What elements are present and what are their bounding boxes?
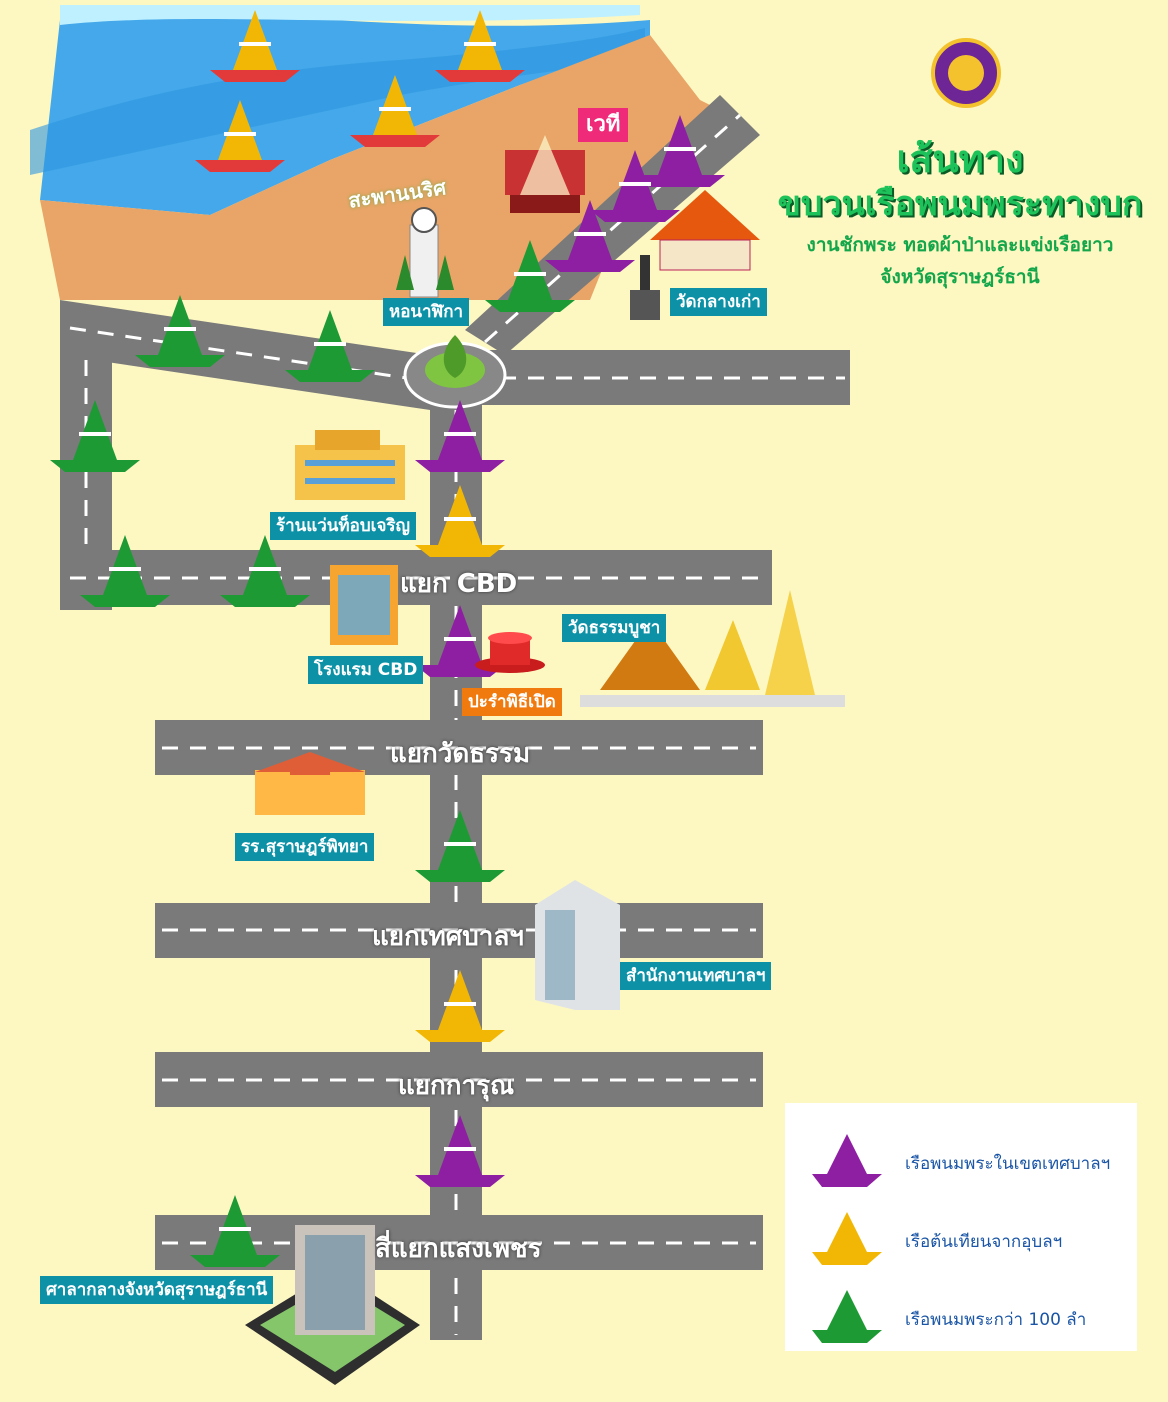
wat-thammabucha-icon (580, 590, 845, 707)
boat-marker (435, 10, 525, 82)
legend-label: เรือต้นเทียนจากอุบลฯ (905, 1232, 1063, 1252)
green-boat-icon (812, 1290, 882, 1343)
hotel-building-icon (330, 565, 398, 645)
school-building-icon (255, 752, 365, 815)
clock-tower-icon (396, 207, 454, 298)
boat-marker (415, 1115, 505, 1187)
riverside-land (40, 35, 720, 300)
boat-marker (80, 535, 170, 607)
map-title-line2: ขบวนเรือพนมพระทางบก (777, 184, 1143, 224)
legend-item-municipal-boats: เรือพนมพระในเขตเทศบาลฯ (785, 1125, 1137, 1195)
boat-marker (415, 810, 505, 882)
intersection-cbd-label: แยก CBD (400, 569, 518, 599)
boat-marker (350, 75, 440, 147)
boat-marker (415, 970, 505, 1042)
boat-marker (485, 240, 575, 312)
legend-item-100-boats: เรือพนมพระกว่า 100 ลำ (785, 1281, 1137, 1351)
opening-pavilion-icon (475, 632, 545, 673)
boat-marker (220, 535, 310, 607)
roundabout-tree (443, 335, 467, 378)
intersection-wat-tham-label: แยกวัดธรรม (390, 739, 531, 769)
boat-marker (50, 400, 140, 472)
yellow-boat-icon (812, 1212, 882, 1265)
wat-klang-label: วัดกลางเก่า (670, 288, 767, 316)
intersection-karun-label: แยกการุณ (398, 1071, 515, 1101)
glasses-shop-label: ร้านแว่นท็อบเจริญ (270, 512, 417, 540)
school-label: รร.สุราษฎร์พิทยา (235, 833, 375, 861)
legend-label: เรือพนมพระในเขตเทศบาลฯ (905, 1154, 1111, 1174)
boat-marker (190, 1195, 280, 1267)
municipal-office-building-icon (535, 880, 620, 1010)
clock-tower-label: หอนาฬิกา (383, 298, 470, 326)
hotel-label: โรงแรม CBD (308, 656, 424, 684)
city-hall-building-icon (245, 1225, 420, 1385)
boat-marker (195, 100, 285, 172)
glasses-shop-building-icon (295, 430, 405, 500)
intersection-thesaban-label: แยกเทศบาลฯ (372, 922, 524, 952)
map-subtitle-line1: งานชักพระ ทอดผ้าป่าและแข่งเรือยาว (806, 234, 1114, 256)
boat-marker (635, 115, 725, 187)
intersection-saengphet-label: สี่แยกแสงเพชร (375, 1234, 542, 1264)
boat-marker (135, 295, 225, 367)
boats (50, 10, 725, 1267)
boat-marker (210, 10, 300, 82)
legend: เรือพนมพระในเขตเทศบาลฯ เรือต้นเทียนจากอุ… (785, 1103, 1137, 1351)
purple-boat-icon (812, 1134, 882, 1187)
boat-marker (545, 200, 635, 272)
boat-marker (415, 485, 505, 557)
stage-icon (505, 135, 585, 213)
boat-marker (285, 310, 375, 382)
province-seal-icon (931, 38, 1001, 108)
map-title-line1: เส้นทาง (896, 137, 1024, 181)
boat-marker (590, 150, 680, 222)
temple-icon (630, 190, 760, 320)
legend-item-candle-boats: เรือต้นเทียนจากอุบลฯ (785, 1203, 1137, 1273)
city-hall-label: ศาลากลางจังหวัดสุราษฎร์ธานี (40, 1276, 274, 1304)
municipal-office-label: สำนักงานเทศบาลฯ (620, 962, 772, 990)
wat-thammabucha-label: วัดธรรมบูชา (562, 614, 667, 642)
stage-label: เวที (578, 108, 629, 142)
map-subtitle-line2: จังหวัดสุราษฎร์ธานี (880, 266, 1040, 288)
boat-marker (415, 400, 505, 472)
opening-pavilion-label: ปะรำพิธีเปิด (462, 688, 562, 716)
legend-label: เรือพนมพระกว่า 100 ลำ (905, 1310, 1087, 1330)
